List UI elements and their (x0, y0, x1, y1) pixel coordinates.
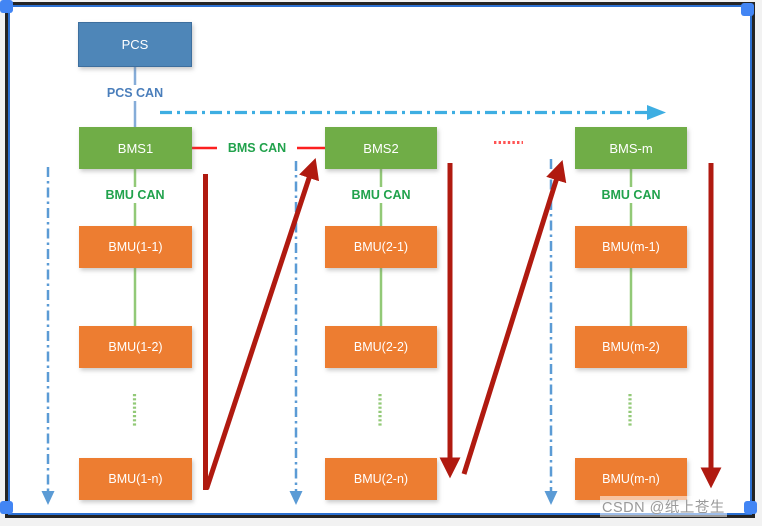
pcs-can-label: PCS CAN (95, 85, 175, 101)
bmu-1-2-label: BMU(1-2) (108, 340, 163, 354)
bmu-can-label-1: BMU CAN (95, 187, 175, 203)
bmu-2-n-box: BMU(2-n) (325, 458, 437, 500)
bmu-m-2-label: BMU(m-2) (602, 340, 660, 354)
bmu-1-n-box: BMU(1-n) (79, 458, 192, 500)
bms-m-box: BMS-m (575, 127, 687, 169)
csdn-watermark: CSDN @纸上苍生 (600, 496, 727, 517)
bmu-1-2-box: BMU(1-2) (79, 326, 192, 368)
bus-down-arrowhead-icon-3 (544, 491, 558, 505)
bmu-can-label-2: BMU CAN (341, 187, 421, 203)
selection-handle-bottom-left[interactable] (0, 501, 13, 514)
bmu-m-1-label: BMU(m-1) (602, 240, 660, 254)
bmu-can-label-3: BMU CAN (591, 187, 671, 203)
bms2-label: BMS2 (363, 140, 399, 156)
bmu-2-2-box: BMU(2-2) (325, 326, 437, 368)
bms1-box: BMS1 (79, 127, 192, 169)
bmu-2-1-box: BMU(2-1) (325, 226, 437, 268)
pcs-can-bus-arrowhead-icon (647, 105, 666, 120)
bmu-2-1-label: BMU(2-1) (353, 240, 409, 254)
bms-m-label: BMS-m (609, 140, 653, 156)
bmu-m-1-box: BMU(m-1) (575, 226, 687, 268)
selection-handle-top-right[interactable] (741, 3, 754, 16)
selection-handle-top-left[interactable] (0, 0, 13, 13)
pcs-label: PCS (121, 37, 149, 52)
bus-down-arrowhead-icon-2 (289, 491, 303, 505)
bus-down-arrowhead-icon-1 (41, 491, 55, 505)
pcs-box: PCS (78, 22, 192, 67)
bms1-label: BMS1 (117, 140, 154, 156)
bmu-m-2-box: BMU(m-2) (575, 326, 687, 368)
bmu-1-1-box: BMU(1-1) (79, 226, 192, 268)
daisy-chain-up-arrow-2tom (461, 159, 567, 475)
daisy-chain-up-arrow-1to2 (204, 158, 320, 490)
bms2-box: BMS2 (325, 127, 437, 169)
bmu-2-n-label: BMU(2-n) (353, 472, 409, 486)
bmu-m-n-label: BMU(m-n) (602, 472, 660, 486)
bms-can-label: BMS CAN (217, 140, 297, 156)
bmu-2-2-label: BMU(2-2) (353, 340, 409, 354)
bmu-m-n-box: BMU(m-n) (575, 458, 687, 500)
selection-handle-bottom-right[interactable] (744, 501, 757, 514)
bmu-1-1-label: BMU(1-1) (108, 240, 163, 254)
bmu-1-n-label: BMU(1-n) (108, 472, 163, 486)
